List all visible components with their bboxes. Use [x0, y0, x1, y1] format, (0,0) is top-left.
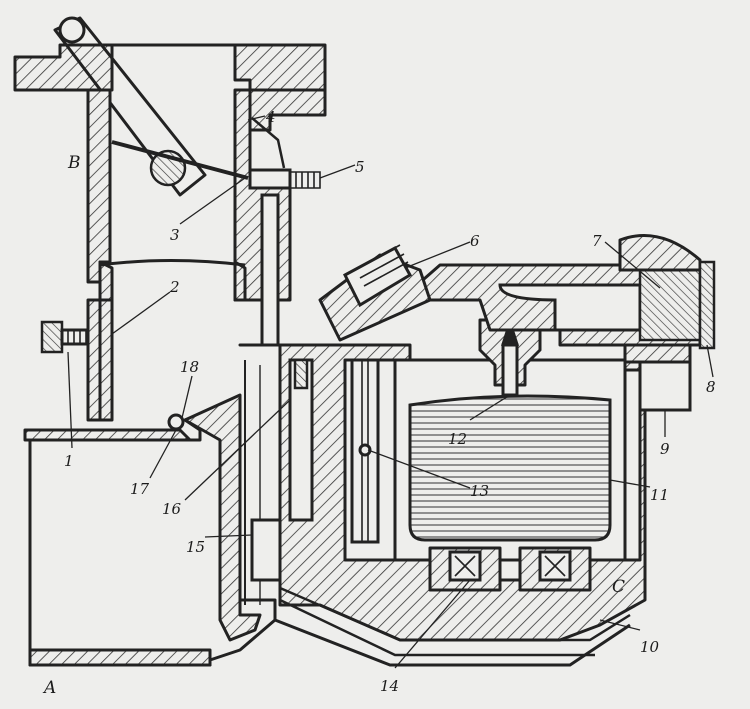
lower-passages [273, 586, 631, 667]
callout-16: 16 [162, 500, 182, 518]
callout-8: 8 [706, 378, 716, 396]
needle-valve [478, 317, 542, 397]
region-label-b: B [67, 153, 81, 173]
fuel-inlet-pipe [398, 234, 716, 412]
region-label-c: C [612, 577, 625, 597]
float-chamber [393, 358, 627, 562]
venturi-diffuser [98, 259, 247, 422]
callout-4: 4 [265, 108, 276, 126]
enrichment-valve [318, 244, 432, 342]
callout-14: 14 [380, 677, 399, 695]
callout-2: 2 [169, 278, 180, 296]
callout-7: 7 [592, 232, 602, 250]
channels-15-16 [244, 360, 282, 605]
throttle-lever [53, 16, 207, 197]
bottom-jets [428, 546, 592, 592]
callout-3: 3 [170, 226, 180, 244]
callout-18: 18 [180, 358, 199, 376]
callout-5: 5 [355, 158, 365, 176]
callout-17: 17 [130, 480, 150, 498]
callout-11: 11 [650, 486, 669, 504]
callout-6: 6 [470, 232, 480, 250]
callout-numbers: 1 2 3 4 5 6 7 8 9 10 11 12 13 14 15 16 1… [64, 108, 716, 695]
idle-passage [251, 117, 286, 169]
idle-adjust-screw [248, 168, 321, 190]
leader-lines [67, 115, 714, 669]
callout-12: 12 [448, 430, 467, 448]
air-intake-flange [13, 43, 327, 92]
mixture-screw-left [40, 298, 102, 422]
air-chamber-walls [86, 88, 327, 347]
callout-1: 1 [64, 452, 74, 470]
balance-port [167, 413, 185, 431]
callout-15: 15 [186, 538, 205, 556]
callout-13: 13 [470, 482, 489, 500]
region-labels: A B C [42, 153, 625, 698]
mixing-chamber [23, 393, 277, 667]
region-label-a: A [42, 678, 56, 698]
callout-10: 10 [640, 638, 660, 656]
callout-9: 9 [660, 440, 670, 458]
